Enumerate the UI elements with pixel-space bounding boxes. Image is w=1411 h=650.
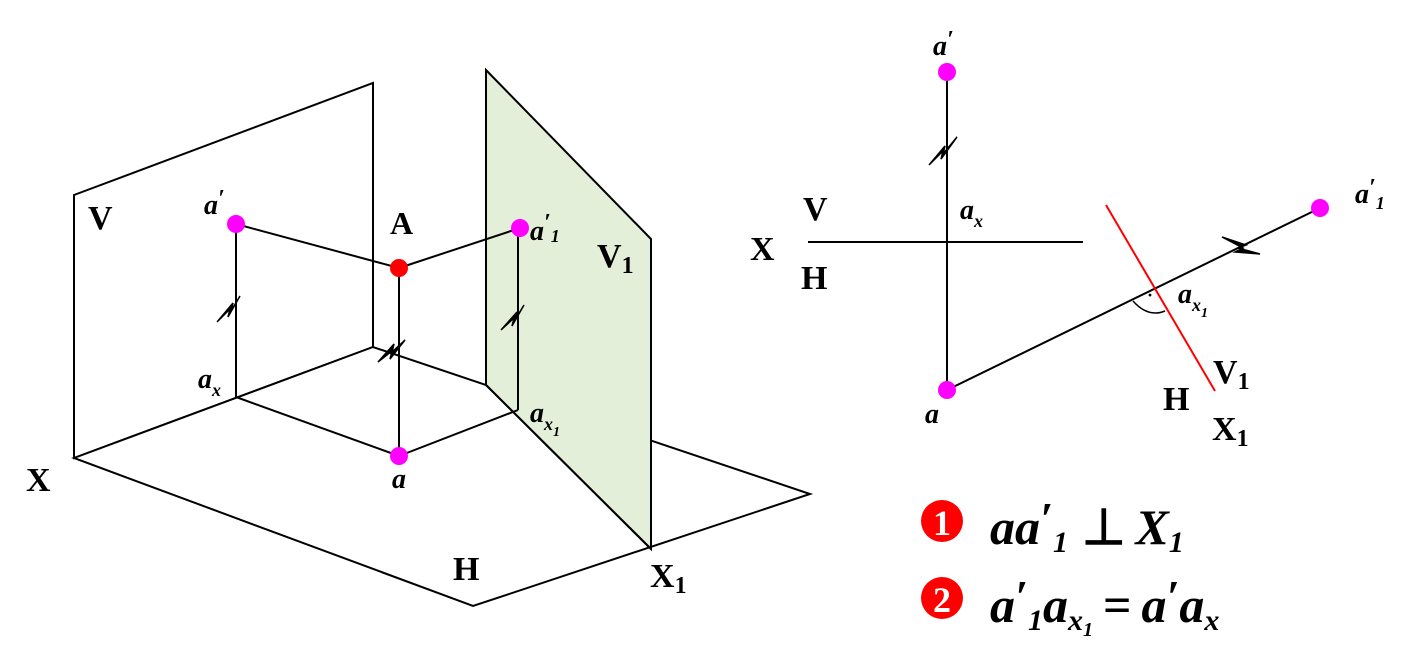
label-a-left: a: [392, 464, 406, 495]
point-a1-prime-right: [1311, 199, 1329, 217]
line-a-a1-prime: [946, 207, 1321, 391]
label-h-right: H: [801, 260, 827, 297]
break-mark-icon: [500, 304, 525, 331]
label-axis-x1: X1: [650, 558, 687, 599]
label-x1-right: X1: [1212, 411, 1249, 452]
badge-2-number: 2: [933, 580, 951, 620]
right-break-marks: [928, 136, 1261, 255]
label-v1-right: V1: [1213, 354, 1250, 395]
rule-1-formula: aa′1⊥X1: [990, 493, 1184, 559]
point-a-left: [390, 447, 408, 465]
label-axis-x-right: X: [750, 231, 775, 268]
label-ax-left: ax: [198, 364, 221, 400]
point-A-space: [390, 259, 408, 277]
axis-x1-new-line: [1105, 204, 1216, 392]
label-ax-right: ax: [960, 195, 983, 231]
label-plane-h: H: [453, 551, 479, 588]
label-h-new-right: H: [1163, 381, 1189, 418]
badge-1-number: 1: [933, 503, 951, 543]
label-v-right: V: [803, 191, 828, 228]
label-a-prime-right: a′: [933, 27, 954, 62]
label-a-right: a: [925, 399, 939, 430]
label-ax1-right: ax1: [1178, 279, 1208, 321]
break-mark-icon: [928, 136, 958, 166]
line-a-ax1: [398, 409, 519, 457]
label-axis-x: X: [26, 462, 51, 499]
break-mark-icon: [377, 339, 406, 363]
point-a-prime-right: [938, 63, 956, 81]
label-ax1-left: ax1: [530, 398, 560, 440]
break-mark-icon: [1221, 236, 1261, 255]
left-figure: [71, 67, 814, 608]
plane-h: [71, 345, 814, 608]
point-a1-prime-left: [511, 219, 529, 237]
rule-2: 2 a′1ax1=a′ax: [921, 571, 1219, 641]
label-a1-prime-left: a′1: [530, 210, 560, 247]
line-ax-a: [235, 396, 400, 457]
label-plane-v: V: [88, 200, 113, 237]
badge-1: [921, 500, 963, 542]
label-a-prime-left: a′: [204, 186, 225, 221]
line-A-a'1: [398, 227, 521, 269]
label-plane-v1: V1: [597, 238, 634, 279]
point-a-right: [938, 381, 956, 399]
label-point-A: A: [390, 205, 413, 241]
badge-2: [921, 577, 963, 619]
right-angle-arc: [1132, 300, 1166, 314]
left-break-marks: [216, 295, 525, 363]
right-angle-dot: ·: [1146, 283, 1154, 309]
point-a-prime-left: [227, 215, 245, 233]
rule-1: 1 aa′1⊥X1: [921, 493, 1184, 559]
right-figure: [808, 72, 1321, 391]
line-a'-A: [235, 223, 400, 269]
break-mark-icon: [216, 295, 241, 323]
rule-2-formula: a′1ax1=a′ax: [990, 571, 1219, 641]
label-a1-prime-right: a′1: [1355, 175, 1385, 213]
